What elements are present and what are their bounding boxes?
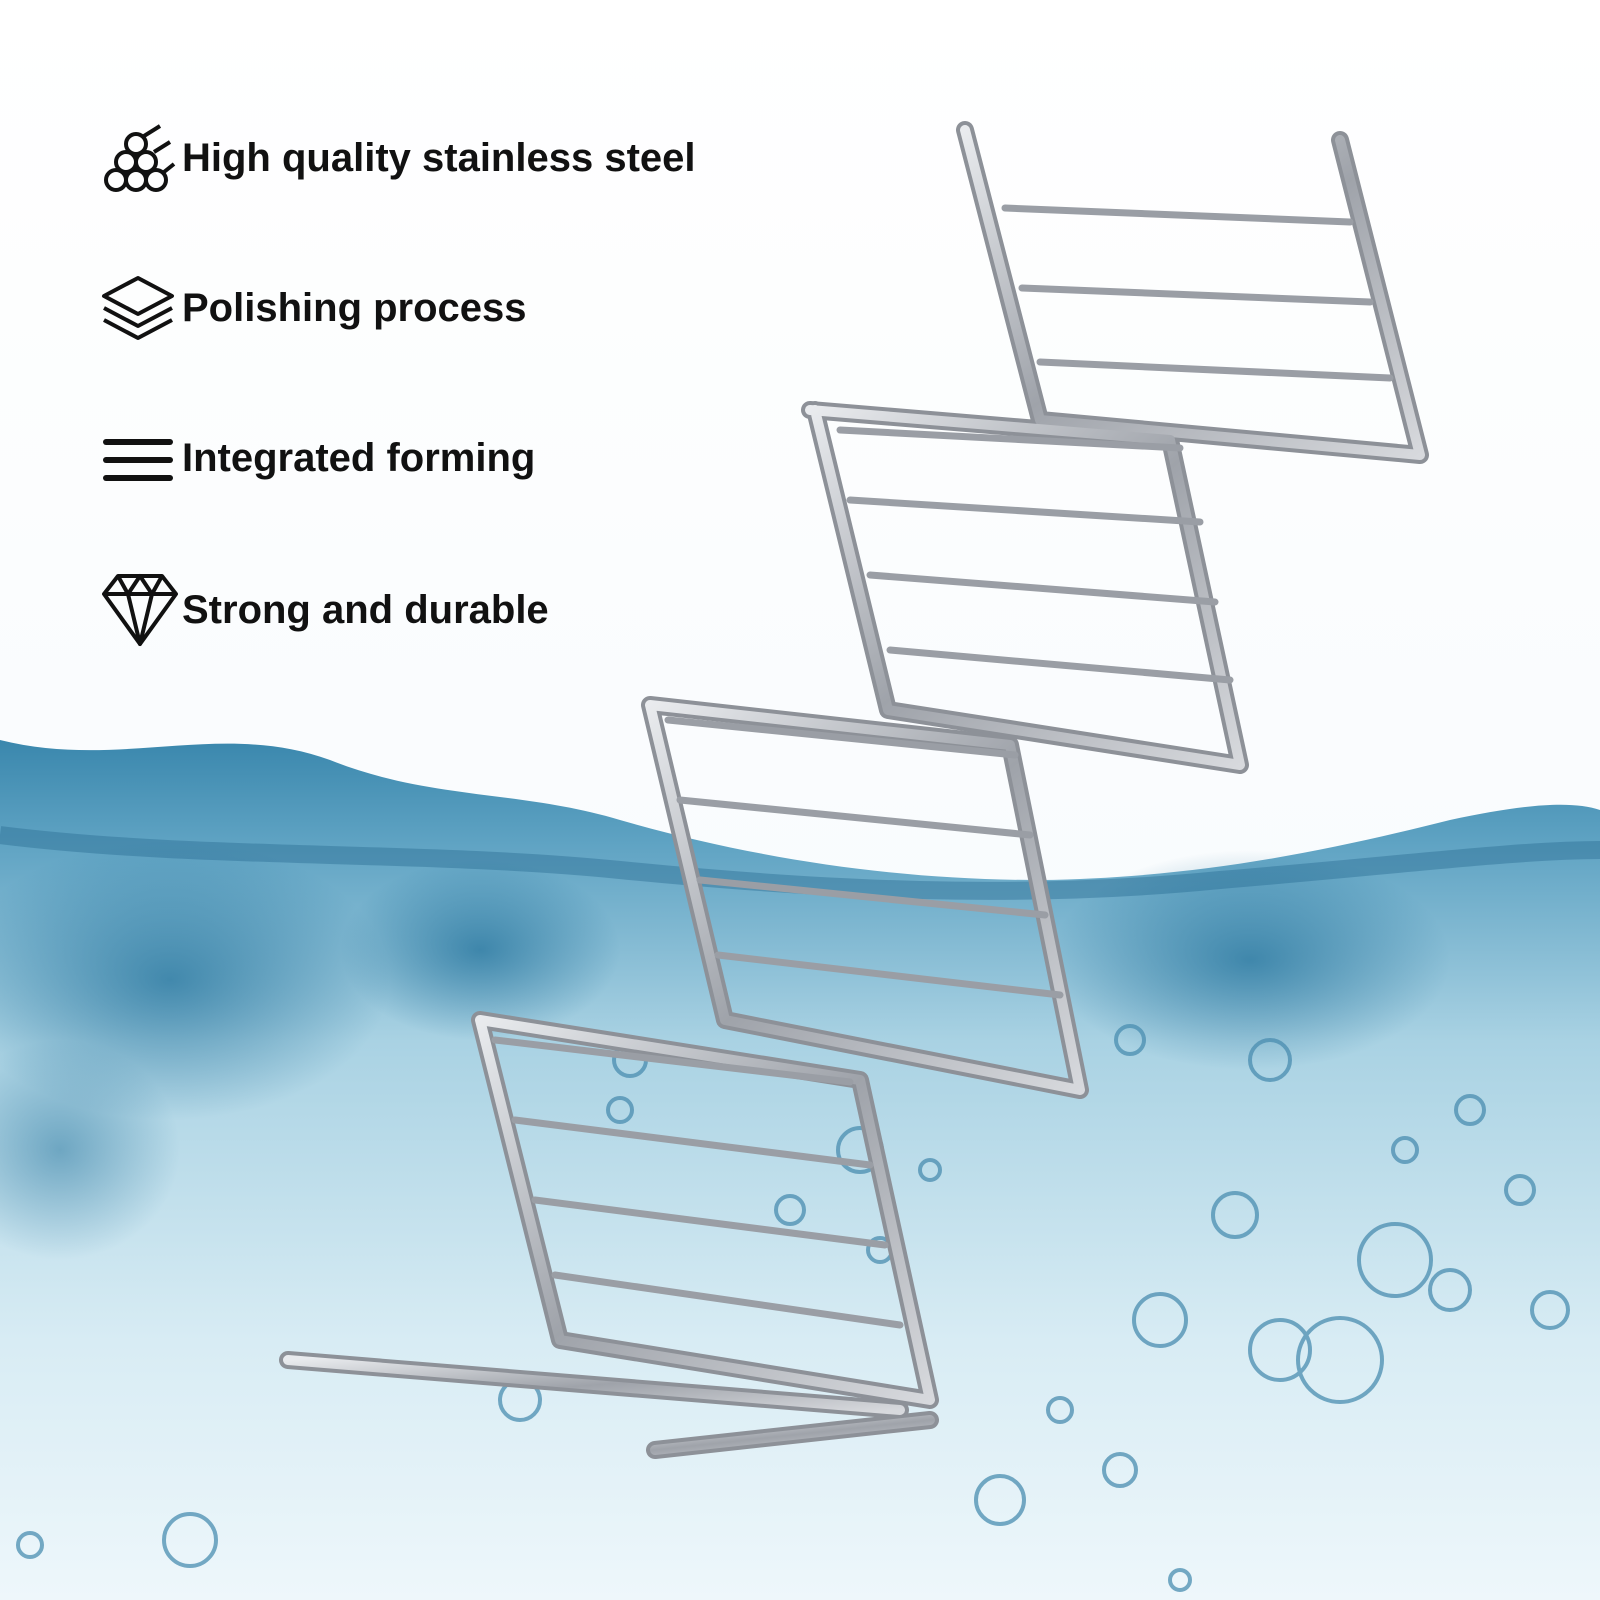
- feature-label: Strong and durable: [182, 587, 549, 632]
- feature-label: Integrated forming: [182, 435, 536, 480]
- feature-item-strong-durable: Strong and durable: [100, 570, 820, 650]
- feature-item-stainless-steel: High quality stainless steel: [100, 118, 820, 198]
- feature-label: High quality stainless steel: [182, 135, 696, 180]
- diamond-icon: [100, 570, 180, 650]
- feature-item-polishing: Polishing process: [100, 268, 820, 348]
- menu-lines-icon: [100, 418, 180, 498]
- feature-label: Polishing process: [182, 285, 527, 330]
- feature-item-integrated-forming: Integrated forming: [100, 418, 820, 498]
- layers-icon: [100, 268, 180, 348]
- splash-foam: [0, 840, 1450, 1260]
- steel-bars-icon: [100, 118, 180, 198]
- water-surface-line: [0, 826, 1600, 900]
- stainless-steel-wave-rack: [279, 121, 1429, 1459]
